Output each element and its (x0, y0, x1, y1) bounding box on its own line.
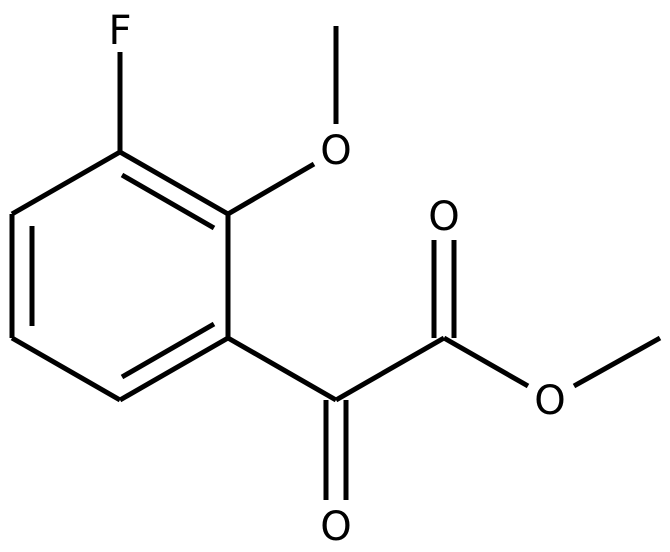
bond-ester-oxygen-methyl (572, 335, 662, 389)
bond-c2-methoxy-oxygen (226, 161, 316, 217)
ring-bond-c3-c4 (118, 335, 230, 403)
bond-c3-ketone-carbon (226, 335, 338, 403)
ester-oxygen-label: O (534, 378, 565, 424)
methoxy-oxygen-label: O (320, 128, 351, 174)
ring-bond-c3-c4-inner (120, 321, 216, 380)
ring-bond-c4-c5 (10, 335, 122, 403)
bond-ester-carbon-ester-oxygen (442, 335, 530, 389)
ketone-oxygen-label: O (320, 504, 351, 550)
benzene-ring (9, 149, 231, 403)
ring-bond-c1-c2 (118, 149, 230, 217)
carbonyl-oxygen-label: O (428, 194, 459, 240)
fluorine-atom-label: F (108, 8, 131, 54)
ring-bond-c1-c2-inner (120, 172, 216, 231)
ring-bond-c6-c1 (10, 149, 122, 217)
bond-ketone-carbon-ester-carbon (334, 335, 446, 403)
